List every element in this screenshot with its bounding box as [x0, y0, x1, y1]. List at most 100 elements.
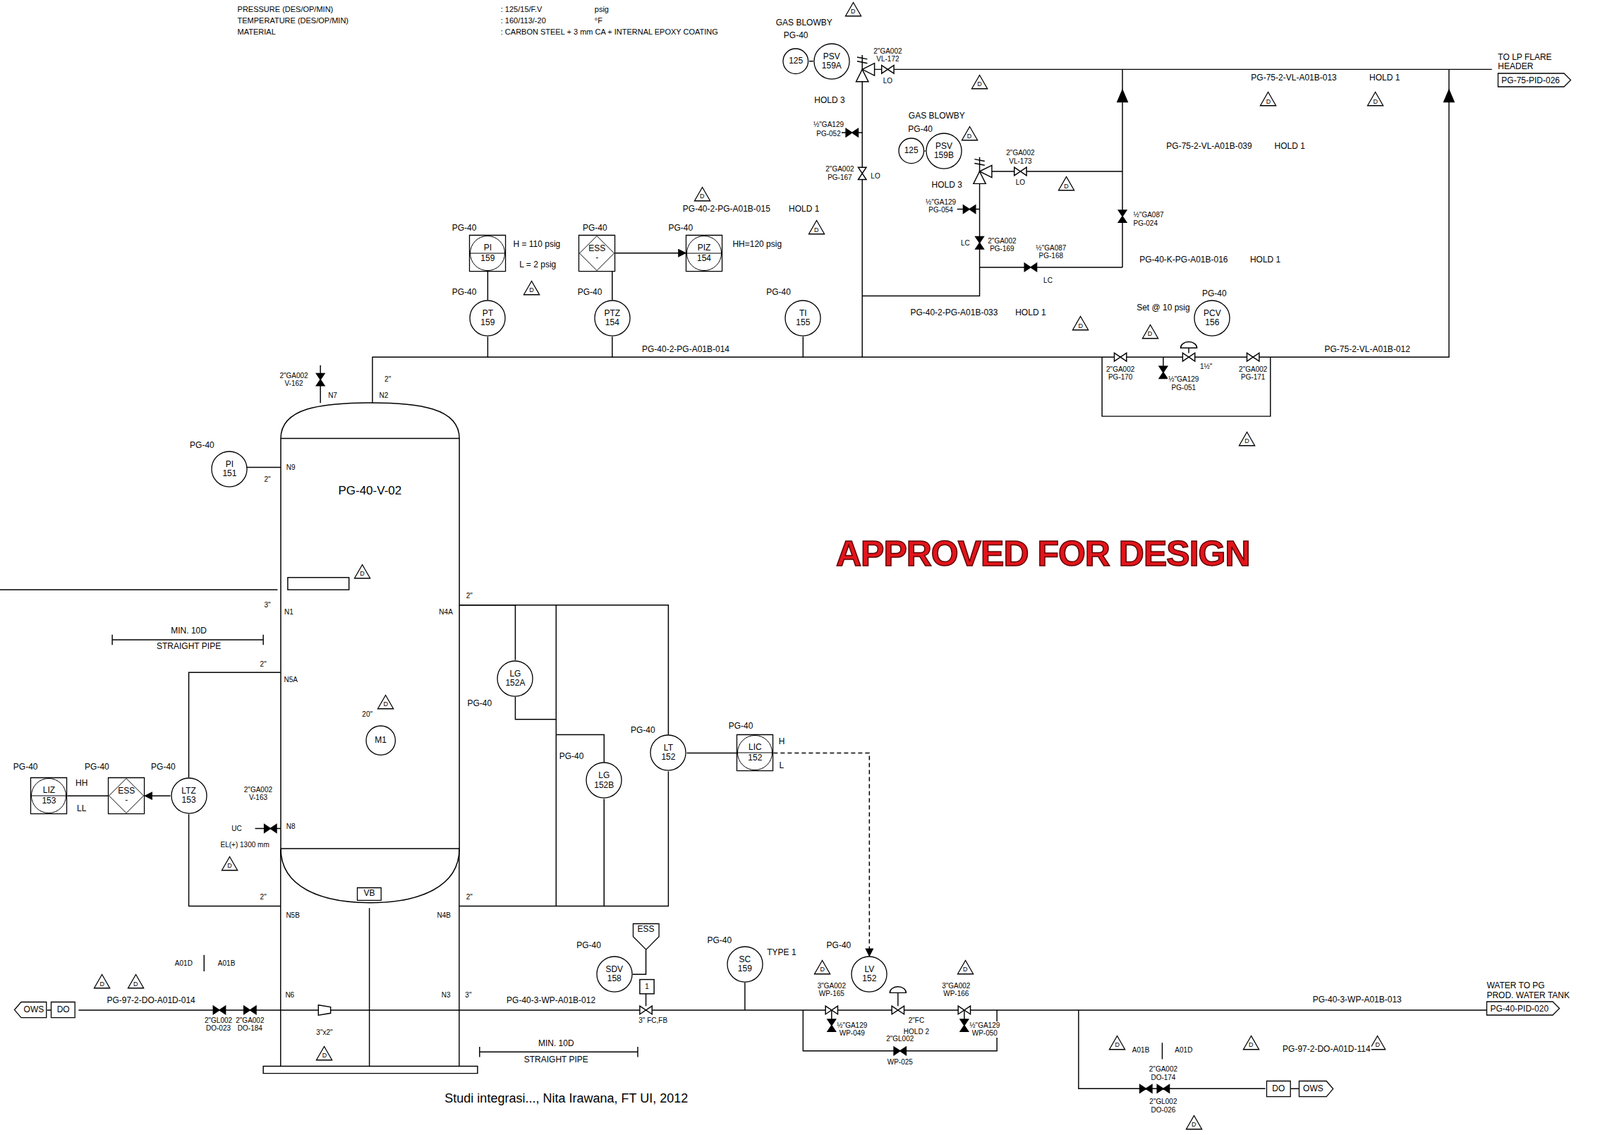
- tag-label: 2"GA002: [234, 1016, 265, 1026]
- panel-circle: [687, 235, 722, 271]
- tag-label: LC: [1042, 276, 1054, 286]
- tag-label: 2"GA002: [1005, 148, 1035, 158]
- tag-label: GAS BLOWBY: [775, 18, 834, 29]
- tag-label: PG-170: [1107, 373, 1133, 382]
- revision-triangle: D: [1108, 1035, 1126, 1050]
- tag-label: STRAIGHT PIPE: [155, 641, 222, 652]
- node-text: 159B: [934, 150, 954, 161]
- revision-triangle: D: [961, 126, 978, 141]
- node-text: D: [962, 966, 968, 974]
- triangle-outline: [354, 564, 370, 578]
- process-line: [487, 271, 489, 301]
- tag-label: HOLD 3: [931, 180, 963, 191]
- instrument-bubble: SDV158: [596, 955, 633, 993]
- node-text: D: [967, 133, 973, 141]
- tag-label: PG-75-2-VL-A01B-012: [1324, 344, 1411, 355]
- tag-label: L: [778, 761, 786, 772]
- tag-label: 2"GL002: [1148, 1097, 1178, 1107]
- vessel-base: [263, 1066, 478, 1074]
- bubble-outline: [497, 661, 533, 697]
- node-text: ESS: [588, 244, 606, 254]
- tag-label: VL-173: [1008, 157, 1033, 166]
- instrument-bubble: LG152A: [496, 660, 534, 698]
- panel-instrument-outline: [736, 734, 774, 772]
- tag-label: PG-40: [577, 287, 604, 298]
- node-text: M1: [374, 735, 387, 745]
- ess-trip: ESS: [632, 923, 660, 951]
- tag-label: PG-40: [12, 762, 39, 773]
- bubble-outline: [469, 300, 506, 336]
- panel-instrument-outline: [30, 777, 68, 815]
- tag-label: PG-40: [466, 699, 493, 709]
- panel-instrument: PIZ154: [685, 234, 723, 272]
- tag-label: PG-40-2-PG-A01B-014: [641, 344, 731, 355]
- tag-label: N5B: [285, 911, 300, 920]
- tag-label: PG-40: [582, 223, 609, 234]
- instrument-bubble: M1: [365, 725, 396, 756]
- tag-label: PG-97-2-DO-A01D-014: [105, 996, 196, 1006]
- tag-label: UC: [230, 824, 242, 834]
- tag-label: PG-054: [927, 205, 954, 215]
- revision-triangle: D: [1243, 1035, 1260, 1050]
- tag-label: PG-40: [667, 223, 694, 234]
- tag-label: WP-049: [838, 1029, 866, 1038]
- triangle-outline: [1238, 431, 1255, 446]
- tag-label: WP-025: [886, 1058, 914, 1067]
- revision-triangle: D: [1072, 316, 1089, 331]
- triangle-outline: [1109, 1036, 1126, 1050]
- tag-label: 3"GA002: [816, 982, 847, 991]
- tag-label: 3": [263, 601, 271, 610]
- tag-label: PG-024: [1132, 219, 1159, 228]
- process-line: [459, 799, 604, 907]
- tag-label: 2": [465, 893, 474, 902]
- tag-label: STRAIGHT PIPE: [523, 1055, 590, 1066]
- tag-label: EL(+) 1300 mm: [220, 840, 271, 850]
- tag-label: PG-40: [765, 287, 792, 298]
- node-text: 153: [182, 795, 197, 805]
- process-line: [189, 672, 281, 778]
- tag-label: 2"GL002: [885, 1034, 915, 1044]
- node-text: SC: [739, 955, 752, 965]
- tag-label: PG-40: [451, 287, 478, 298]
- revision-triangle: D: [845, 2, 862, 17]
- tag-label: PG-97-2-DO-A01D-114: [1281, 1044, 1372, 1055]
- tag-label: 2": [383, 375, 392, 384]
- triangle-outline: [1370, 1036, 1386, 1050]
- bubble-outline: [785, 300, 821, 336]
- panel-square: [737, 735, 774, 772]
- tag-label: PG-40: [575, 941, 602, 951]
- tag-label: 2": [263, 475, 271, 484]
- instrument-bubble: 125: [898, 137, 925, 165]
- instrument-bubble: PI151: [210, 450, 248, 488]
- tag-label: LC: [960, 239, 971, 248]
- triangle-outline: [127, 974, 144, 989]
- tag-label: H: [778, 737, 786, 748]
- process-line: [632, 950, 647, 975]
- panel-square: [469, 234, 506, 271]
- tag-label: PG-40: [826, 941, 853, 951]
- instrument-bubble: 125: [782, 47, 810, 75]
- triangle-outline: [694, 186, 710, 201]
- tag-label: A01D: [1173, 1046, 1193, 1055]
- panel-circle: [470, 235, 506, 271]
- triangle-outline: [1260, 92, 1277, 106]
- node-text: 155: [795, 318, 810, 328]
- node-text: PT: [482, 308, 494, 319]
- tag-label: PG-40-K-PG-A01B-016: [1138, 255, 1229, 266]
- revision-triangle: D: [814, 960, 831, 975]
- node-text: 159A: [821, 61, 842, 71]
- node-text: DO: [57, 1005, 70, 1015]
- tag-label: HOLD 1: [1274, 141, 1306, 152]
- revision-triangle: D: [694, 186, 711, 202]
- flow-arrow: [1117, 89, 1454, 102]
- bubble-outline: [650, 735, 686, 771]
- tag-label: HOLD 1: [788, 204, 820, 215]
- instrument-bubble: PTZ154: [594, 299, 631, 337]
- process-line: [615, 252, 686, 254]
- dimension-line: [112, 634, 638, 1058]
- bubble-outline: [851, 956, 887, 992]
- node-text: D: [1248, 1041, 1254, 1050]
- tag-label: PRESSURE (DES/OP/MIN): [237, 4, 335, 15]
- tag-label: N4B: [435, 911, 451, 920]
